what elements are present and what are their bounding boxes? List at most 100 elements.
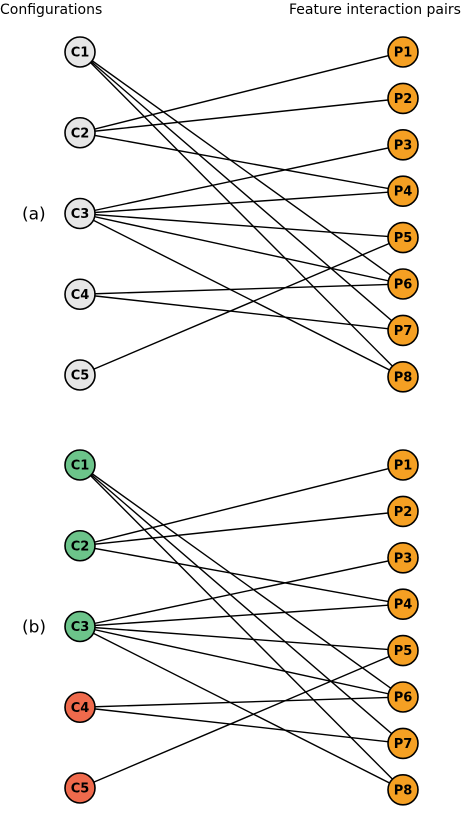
config-node-c4: C4 bbox=[64, 691, 96, 724]
edge-c3-p3 bbox=[79, 144, 404, 215]
edge-c3-p4 bbox=[79, 190, 404, 215]
pair-node-p1: P1 bbox=[387, 36, 419, 68]
edge-c4-p6 bbox=[79, 696, 404, 708]
edge-c4-p7 bbox=[79, 706, 404, 745]
config-node-circle bbox=[64, 278, 96, 311]
edge-c2-p1 bbox=[79, 51, 404, 134]
pair-node-label: P7 bbox=[394, 737, 413, 752]
pair-node-p6: P6 bbox=[387, 681, 419, 713]
pair-node-circle bbox=[387, 495, 419, 528]
edge-c1-p7 bbox=[79, 464, 404, 744]
pair-node-p8: P8 bbox=[387, 773, 419, 806]
edge-c5-p5 bbox=[79, 236, 404, 376]
config-node-c1: C1 bbox=[64, 36, 96, 68]
edge-c2-p1 bbox=[79, 464, 404, 547]
config-node-label: C3 bbox=[71, 207, 90, 222]
config-node-circle bbox=[64, 772, 96, 804]
pair-node-circle bbox=[387, 129, 419, 161]
config-node-c1: C1 bbox=[64, 449, 96, 481]
feature-pairs-header: Feature interaction pairs bbox=[289, 2, 461, 18]
edge-c4-p7 bbox=[79, 293, 404, 332]
panel-label: (b) bbox=[22, 618, 46, 638]
config-node-c2: C2 bbox=[64, 529, 96, 562]
pair-node-circle bbox=[387, 588, 419, 621]
config-node-label: C1 bbox=[71, 46, 90, 61]
pair-node-circle bbox=[387, 36, 419, 68]
edge-c1-p8 bbox=[79, 51, 404, 378]
config-node-label: C4 bbox=[71, 288, 90, 303]
config-node-circle bbox=[64, 610, 96, 643]
pair-node-circle bbox=[387, 773, 419, 806]
edge-c3-p5 bbox=[79, 212, 404, 239]
edge-c3-p5 bbox=[79, 625, 404, 652]
pair-node-circle bbox=[387, 268, 419, 300]
pair-node-p7: P7 bbox=[387, 727, 419, 760]
config-node-label: C5 bbox=[71, 369, 90, 384]
edge-c3-p8 bbox=[79, 212, 404, 378]
edge-c2-p2 bbox=[79, 510, 404, 547]
pair-node-label: P5 bbox=[394, 231, 413, 246]
edge-c4-p6 bbox=[79, 283, 404, 295]
pair-node-p2: P2 bbox=[387, 495, 419, 528]
config-node-circle bbox=[64, 36, 96, 68]
edge-c1-p7 bbox=[79, 51, 404, 331]
edge-c2-p4 bbox=[79, 132, 404, 192]
pair-node-label: P3 bbox=[394, 138, 413, 153]
edge-c3-p8 bbox=[79, 625, 404, 791]
pair-node-circle bbox=[387, 314, 419, 347]
pair-node-label: P6 bbox=[394, 278, 413, 293]
pair-node-label: P7 bbox=[394, 324, 413, 339]
pair-node-circle bbox=[387, 634, 419, 667]
pair-node-circle bbox=[387, 541, 419, 574]
panel-label: (a) bbox=[22, 205, 46, 225]
pair-node-p3: P3 bbox=[387, 541, 419, 574]
pair-node-label: P8 bbox=[394, 370, 413, 385]
pair-node-p3: P3 bbox=[387, 129, 419, 161]
config-node-c3: C3 bbox=[64, 197, 96, 230]
edge-c3-p4 bbox=[79, 603, 404, 628]
config-node-circle bbox=[64, 449, 96, 481]
pair-node-p5: P5 bbox=[387, 221, 419, 254]
configurations-header: Configurations bbox=[0, 2, 102, 18]
pair-node-circle bbox=[387, 82, 419, 115]
pair-node-label: P2 bbox=[394, 505, 413, 520]
pair-node-p4: P4 bbox=[387, 588, 419, 621]
edge-c1-p6 bbox=[79, 51, 404, 285]
config-node-circle bbox=[64, 691, 96, 724]
config-node-c3: C3 bbox=[64, 610, 96, 643]
pair-node-p6: P6 bbox=[387, 268, 419, 300]
edge-c2-p2 bbox=[79, 97, 404, 134]
pair-node-p2: P2 bbox=[387, 82, 419, 115]
edge-c2-p4 bbox=[79, 545, 404, 605]
edge-c1-p6 bbox=[79, 464, 404, 698]
pair-node-p8: P8 bbox=[387, 360, 419, 393]
pair-node-p7: P7 bbox=[387, 314, 419, 347]
edge-c3-p3 bbox=[79, 557, 404, 628]
pair-node-label: P5 bbox=[394, 644, 413, 659]
pair-node-label: P2 bbox=[394, 92, 413, 107]
config-node-label: C5 bbox=[71, 782, 90, 797]
pair-node-circle bbox=[387, 727, 419, 760]
pair-node-label: P1 bbox=[394, 46, 413, 61]
config-node-circle bbox=[64, 116, 96, 149]
edge-c5-p5 bbox=[79, 649, 404, 789]
config-node-circle bbox=[64, 197, 96, 230]
edge-c1-p8 bbox=[79, 464, 404, 791]
config-node-label: C2 bbox=[71, 126, 90, 141]
pair-node-label: P3 bbox=[394, 551, 413, 566]
pair-node-p1: P1 bbox=[387, 449, 419, 481]
pair-node-p4: P4 bbox=[387, 175, 419, 207]
pair-node-p5: P5 bbox=[387, 634, 419, 667]
edge-c3-p6 bbox=[79, 212, 404, 285]
pair-node-circle bbox=[387, 360, 419, 393]
pair-node-label: P1 bbox=[394, 459, 413, 474]
edge-c3-p6 bbox=[79, 625, 404, 698]
pair-node-circle bbox=[387, 175, 419, 207]
pair-node-circle bbox=[387, 221, 419, 254]
config-node-label: C3 bbox=[71, 620, 90, 635]
pair-node-circle bbox=[387, 681, 419, 713]
config-node-label: C2 bbox=[71, 539, 90, 554]
